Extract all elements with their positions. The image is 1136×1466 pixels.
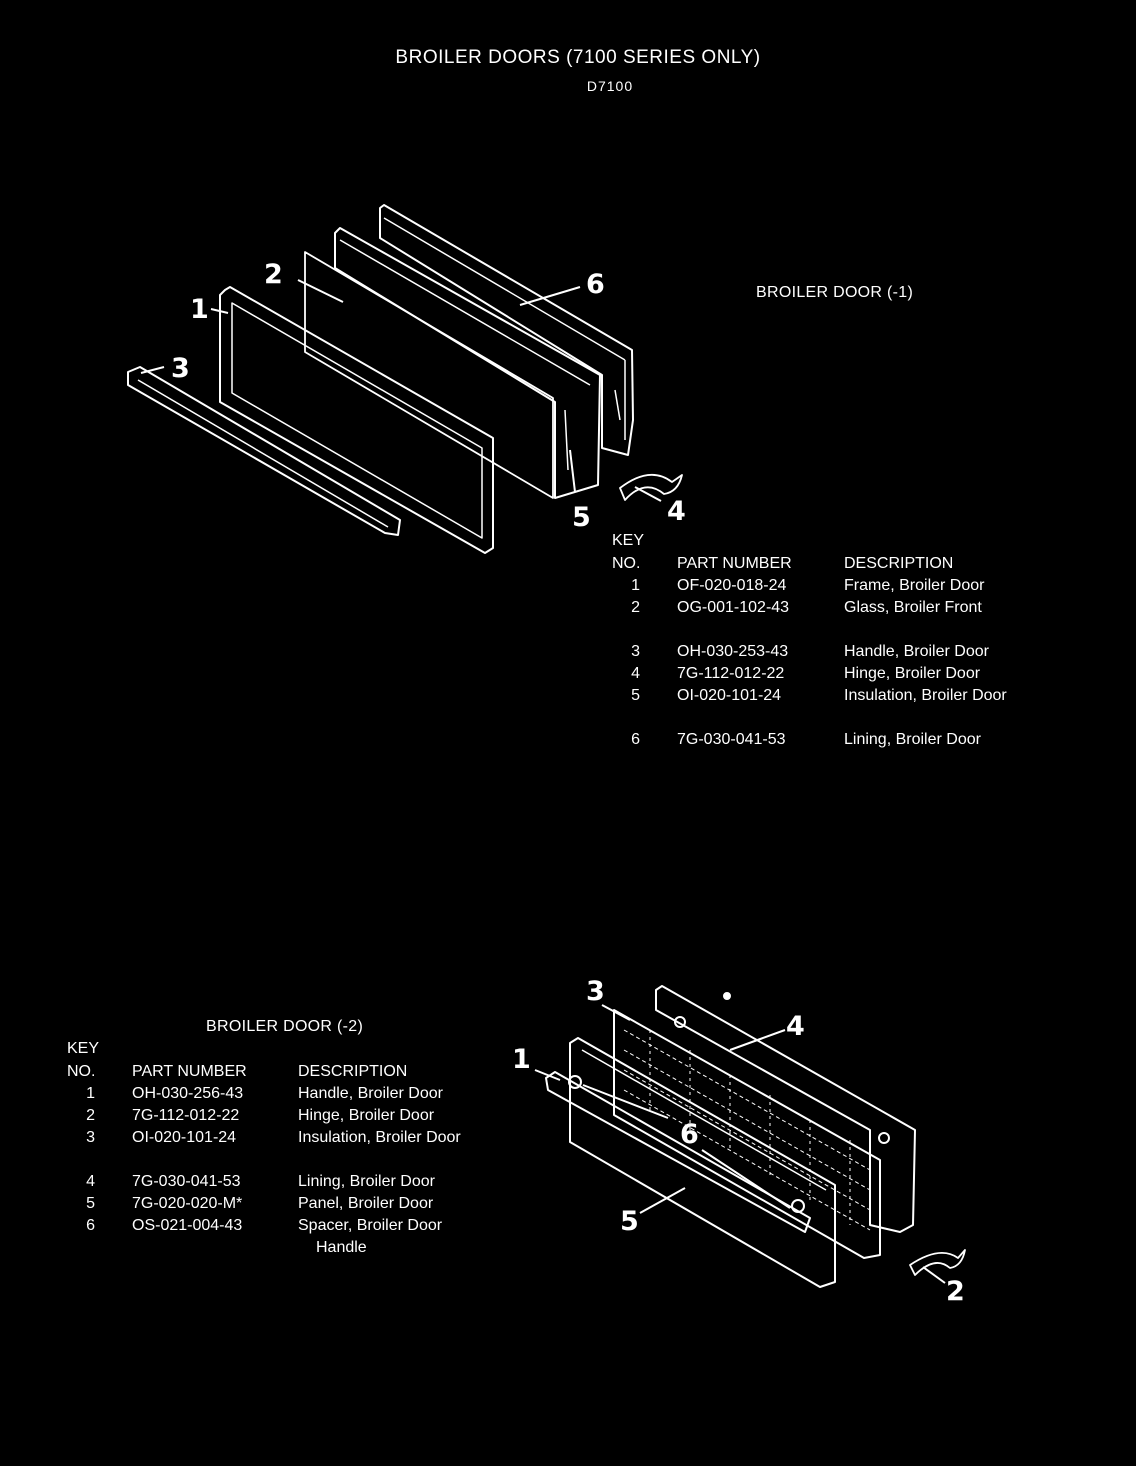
row-part: 7G-030-041-53 [677,731,786,748]
row-desc: Handle, Broiler Door [844,643,989,660]
door2-diagram [534,985,966,1288]
door1-parts-table: KEY NO. PART NUMBER DESCRIPTION 1 OF-020… [600,532,1100,762]
row-desc: Insulation, Broiler Door [844,687,1007,704]
row-key: 2 [631,599,640,616]
door1-frame [219,286,494,554]
row-part: OH-030-256-43 [132,1085,244,1102]
door2-lining [655,985,916,1233]
door2-callout-4: 4 [786,1011,805,1042]
door2-key-label: KEY [67,1040,100,1057]
row-desc: Panel, Broiler Door [298,1195,434,1212]
row-key: 1 [86,1085,95,1102]
row-desc: Lining, Broiler Door [844,731,981,748]
door2-handle [545,1071,811,1233]
row-key: 3 [86,1129,95,1146]
row-desc: Handle, Broiler Door [298,1085,443,1102]
row-part: 7G-030-041-53 [132,1173,241,1190]
door1-heading: BROILER DOOR (-1) [756,284,914,301]
door2-callout-6: 6 [680,1119,699,1150]
row-desc: Hinge, Broiler Door [844,665,981,682]
row-desc: Hinge, Broiler Door [298,1107,435,1124]
row-part: OI-020-101-24 [132,1129,237,1146]
door2-heading: BROILER DOOR (-2) [206,1018,364,1035]
door1-hinge [619,473,683,501]
page-subtitle: D7100 [586,78,634,94]
door1-callout-4: 4 [667,496,686,527]
door1-callouts: 1 2 3 4 5 6 [171,259,686,533]
door2-hinge [909,1249,966,1276]
row-desc: Lining, Broiler Door [298,1173,435,1190]
door1-glass [304,251,554,499]
row-desc: Glass, Broiler Front [844,599,982,616]
row-key: 4 [631,665,640,682]
row-part: 7G-112-012-22 [677,665,785,682]
door1-insulation [334,227,601,499]
door2-parts-table: KEY NO. PART NUMBER DESCRIPTION 1 OH-030… [55,1040,515,1265]
row-key: 2 [86,1107,95,1124]
door1-diagram [127,204,683,554]
row-key: 1 [631,577,640,594]
door1-callout-6: 6 [586,269,605,300]
door2-callout-5: 5 [620,1206,639,1237]
door2-callout-1: 1 [512,1044,531,1075]
row-desc-continued: Handle [316,1239,367,1256]
door2-spacer [568,1075,582,1089]
door2-callout-2: 2 [946,1276,965,1307]
door2-col-no: NO. [67,1063,96,1080]
row-desc: Frame, Broiler Door [844,577,985,594]
door2-callouts: 1 2 3 4 5 6 [512,976,965,1307]
row-key: 6 [86,1217,95,1234]
door1-key-label: KEY [612,532,645,549]
door1-col-desc: DESCRIPTION [844,555,954,572]
door1-callout-3: 3 [171,353,190,384]
door2-col-part: PART NUMBER [132,1063,247,1080]
row-desc: Insulation, Broiler Door [298,1129,461,1146]
door1-col-no: NO. [612,555,641,572]
door1-callout-5: 5 [572,502,591,533]
row-part: 7G-112-012-22 [132,1107,240,1124]
door1-lining [379,204,634,456]
door1-callout-2: 2 [264,259,283,290]
row-part: OI-020-101-24 [677,687,782,704]
row-key: 4 [86,1173,95,1190]
door1-handle [127,366,401,536]
row-key: 6 [631,731,640,748]
row-part: 7G-020-020-M* [132,1195,243,1212]
door2-panel [569,1037,836,1288]
page-title: BROILER DOORS (7100 SERIES ONLY) [395,47,761,68]
row-key: 5 [86,1195,95,1212]
row-part: OS-021-004-43 [132,1217,243,1234]
row-part: OG-001-102-43 [677,599,790,616]
row-desc: Spacer, Broiler Door [298,1217,443,1234]
row-part: OF-020-018-24 [677,577,787,594]
door2-col-desc: DESCRIPTION [298,1063,408,1080]
door2-callout-3: 3 [586,976,605,1007]
door1-col-part: PART NUMBER [677,555,792,572]
door1-callout-1: 1 [190,294,209,325]
row-part: OH-030-253-43 [677,643,789,660]
row-key: 3 [631,643,640,660]
row-key: 5 [631,687,640,704]
